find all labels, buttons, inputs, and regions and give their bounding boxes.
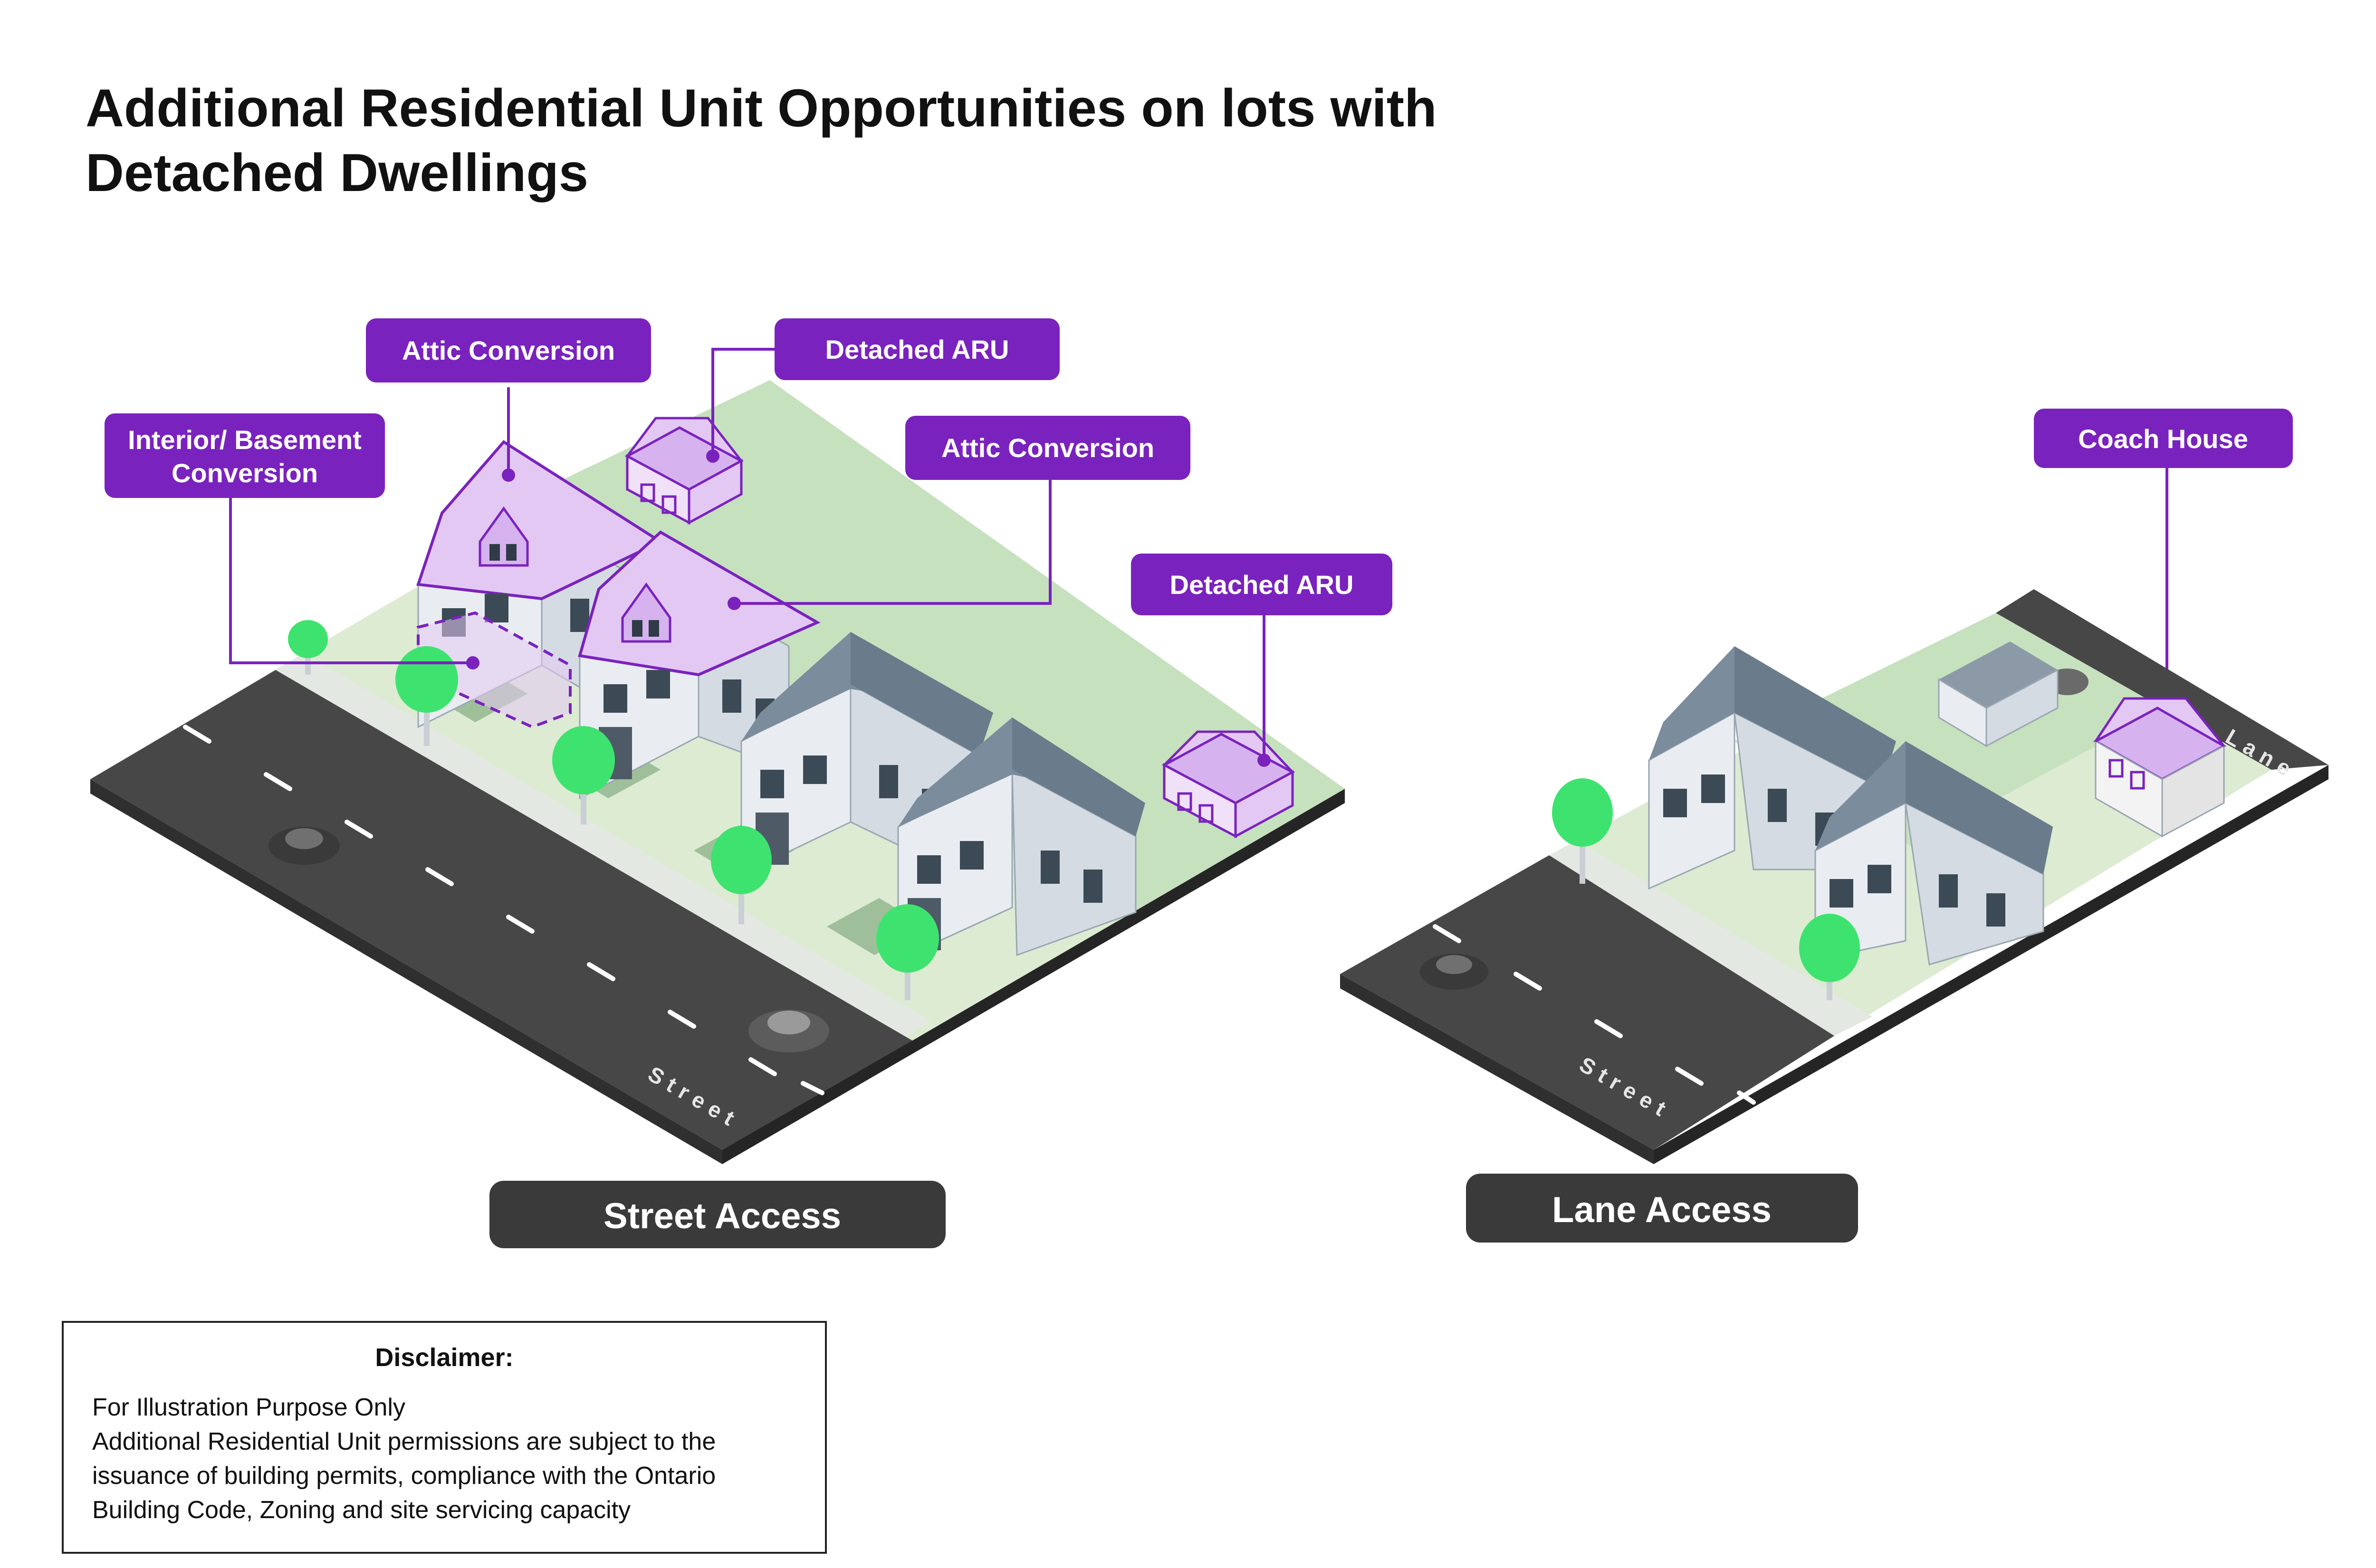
lane-access-label-text: Lane Access bbox=[1552, 1190, 1772, 1230]
street-access-label: Street Access bbox=[489, 1181, 946, 1248]
lane-slab-side-left bbox=[1340, 974, 1654, 1164]
road-centre-dashes bbox=[183, 725, 824, 1095]
tree bbox=[288, 620, 328, 675]
tree bbox=[711, 826, 772, 924]
callout-label-line-2: Conversion bbox=[172, 458, 318, 488]
street-backyard-band bbox=[523, 380, 1345, 922]
detached-aru-2 bbox=[1161, 730, 1295, 839]
street-slab-side-left bbox=[90, 779, 722, 1164]
lane-slab-side-right bbox=[1654, 765, 2328, 1164]
coach-house bbox=[2093, 697, 2227, 838]
house-2 bbox=[578, 530, 821, 800]
callout-attic-conversion-1: Attic Conversion bbox=[366, 318, 651, 382]
tree bbox=[1799, 914, 1860, 1000]
callout-label: Detached ARU bbox=[825, 335, 1009, 364]
tree bbox=[1552, 778, 1613, 884]
callout-label: Attic Conversion bbox=[402, 335, 615, 365]
disclaimer-line: issuance of building permits, compliance… bbox=[92, 1462, 716, 1490]
callout-attic-conversion-2: Attic Conversion bbox=[905, 416, 1190, 480]
callout-detached-aru-2: Detached ARU bbox=[1131, 554, 1392, 615]
disclaimer-body: For Illustration Purpose Only Additional… bbox=[92, 1390, 805, 1527]
disclaimer-line: For Illustration Purpose Only bbox=[92, 1394, 405, 1421]
lane-street-road bbox=[1340, 855, 1834, 1150]
car bbox=[268, 827, 340, 865]
road-centre-dashes bbox=[1433, 924, 1756, 1105]
rear-lane bbox=[1996, 589, 2328, 770]
lane-access-diagram: Street Lane bbox=[1340, 409, 2328, 1243]
street-access-diagram: Street bbox=[90, 318, 2174, 1248]
disclaimer-box: Disclaimer: For Illustration Purpose Onl… bbox=[62, 1321, 827, 1554]
rear-garage bbox=[1938, 641, 2059, 747]
street-road bbox=[90, 670, 912, 1150]
page-title: Additional Residential Unit Opportunitie… bbox=[86, 76, 1654, 205]
car bbox=[748, 1010, 829, 1052]
sidewalk bbox=[1540, 841, 1872, 1036]
disclaimer-heading: Disclaimer: bbox=[375, 1343, 514, 1372]
street-access-label-text: Street Access bbox=[604, 1196, 841, 1236]
callout-label: Attic Conversion bbox=[941, 433, 1154, 463]
callout-label-line-1: Interior/ Basement bbox=[128, 425, 362, 455]
street-slab-side-right bbox=[722, 789, 1345, 1164]
page-title-line-1: Additional Residential Unit Opportunitie… bbox=[86, 78, 1437, 138]
callout-coach-house: Coach House bbox=[2034, 409, 2293, 468]
callout-interior-basement-conversion: Interior/ Basement Conversion bbox=[105, 413, 385, 498]
sidewalk bbox=[266, 653, 931, 1043]
disclaimer-line: Additional Residential Unit permissions … bbox=[92, 1428, 716, 1455]
disclaimer-line: Building Code, Zoning and site servicing… bbox=[92, 1496, 631, 1524]
callout-label: Detached ARU bbox=[1170, 570, 1354, 600]
page-title-line-2: Detached Dwellings bbox=[86, 143, 589, 202]
callout-detached-aru-1: Detached ARU bbox=[775, 318, 1060, 380]
car bbox=[1420, 954, 1488, 990]
detached-aru-1 bbox=[624, 417, 744, 525]
lane-access-label: Lane Access bbox=[1466, 1174, 1858, 1243]
tree bbox=[552, 726, 615, 824]
tree bbox=[876, 904, 939, 1000]
callout-label: Coach House bbox=[2078, 424, 2248, 454]
